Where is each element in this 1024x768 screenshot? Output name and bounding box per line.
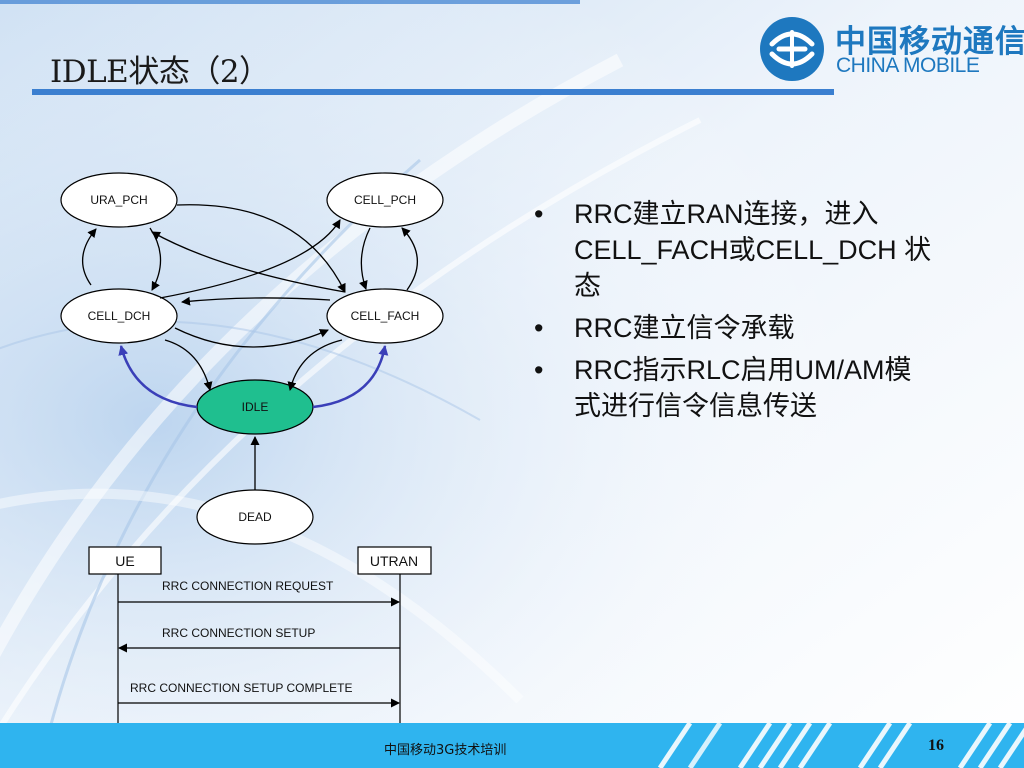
state-ura-pch	[60, 172, 178, 228]
bullet-item: • RRC指示RLC启用UM/AM模式进行信令信息传送	[534, 352, 954, 424]
utran-entity-box	[357, 546, 432, 575]
state-cell-fach-label: CELL_FACH	[351, 309, 420, 323]
transition-arrow	[401, 227, 419, 291]
bullet-list: • RRC建立RAN连接，进入CELL_FACH或CELL_DCH 状态 • R…	[534, 196, 954, 430]
state-cell-pch-label: CELL_PCH	[354, 193, 416, 207]
footer-bar: 中国移动3G技术培训 16	[0, 723, 1024, 768]
ue-entity-box	[88, 546, 162, 575]
state-idle-label: IDLE	[242, 400, 269, 414]
idle-establish-transitions	[118, 345, 389, 409]
transition-arrow	[164, 339, 213, 391]
bullet-text: RRC建立信令承载	[574, 313, 795, 343]
bullet-item: • RRC建立信令承载	[534, 310, 954, 346]
page-number: 16	[928, 737, 944, 754]
logo-english-text: CHINA MOBILE	[836, 54, 980, 77]
state-transitions	[81, 204, 419, 490]
china-mobile-logo: 中国移动通信 CHINA MOBILE	[757, 14, 1024, 84]
state-cell-dch-label: CELL_DCH	[88, 309, 151, 323]
bullet-marker: •	[534, 313, 544, 343]
transition-arrow	[149, 227, 162, 291]
transition-arrow	[151, 231, 346, 293]
state-cell-pch	[326, 172, 444, 228]
message-label-connection-request: RRC CONNECTION REQUEST	[162, 579, 334, 593]
footer-text: 中国移动3G技术培训	[384, 743, 507, 758]
transition-arrow	[81, 228, 97, 286]
state-ura-pch-label: URA_PCH	[90, 193, 147, 207]
transition-arrow	[176, 204, 346, 293]
message-label-connection-setup-complete: RRC CONNECTION SETUP COMPLETE	[130, 681, 352, 695]
utran-entity-label: UTRAN	[370, 553, 418, 569]
idle-to-cell-dch-arrow	[118, 345, 198, 409]
state-cell-dch	[60, 288, 178, 344]
state-cell-fach	[326, 288, 444, 344]
footer-stripes-decoration	[657, 723, 1024, 768]
transition-arrow	[159, 219, 341, 299]
state-dead-label: DEAD	[238, 510, 272, 524]
transition-arrow	[359, 227, 371, 290]
idle-to-cell-fach-arrow	[312, 345, 389, 409]
bullet-item: • RRC建立RAN连接，进入CELL_FACH或CELL_DCH 状态	[534, 196, 954, 304]
logo-chinese-text: 中国移动通信	[835, 24, 1024, 60]
bullet-marker: •	[534, 199, 544, 229]
title-underline	[32, 89, 834, 95]
transition-arrow	[181, 296, 331, 306]
transition-arrow	[174, 327, 329, 348]
message-label-connection-setup: RRC CONNECTION SETUP	[162, 626, 315, 640]
slide-title: IDLE状态（2）	[50, 54, 270, 90]
bullet-text: RRC指示RLC启用UM/AM模式进行信令信息传送	[574, 355, 912, 421]
transition-arrow	[287, 339, 343, 391]
china-mobile-emblem-icon	[760, 17, 824, 81]
ue-entity-label: UE	[115, 553, 134, 569]
bullet-marker: •	[534, 355, 544, 385]
bullet-text: RRC建立RAN连接，进入CELL_FACH或CELL_DCH 状态	[574, 199, 932, 301]
